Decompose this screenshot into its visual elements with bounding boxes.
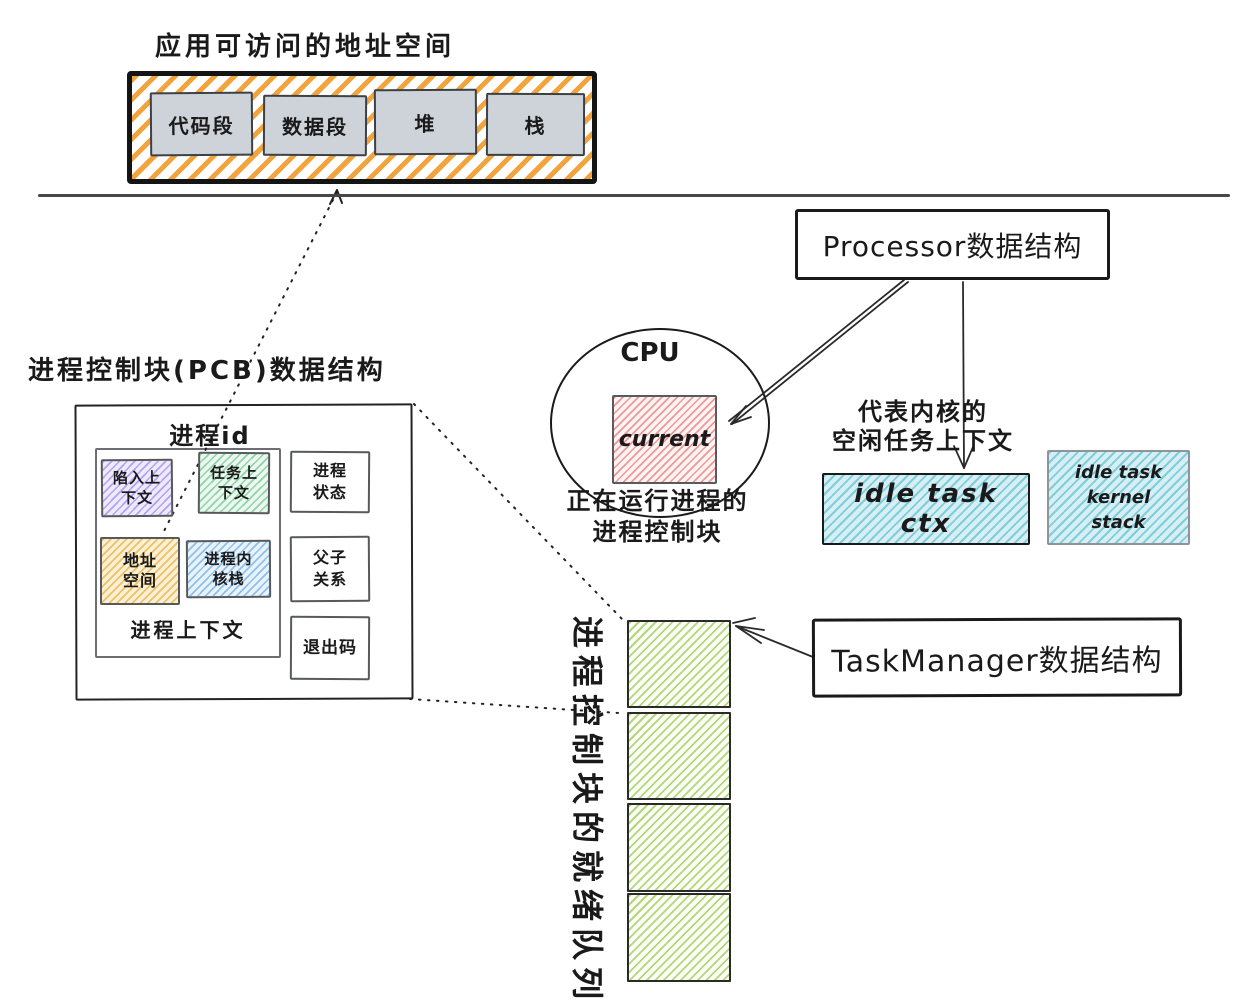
current-pcb-box: current bbox=[612, 395, 717, 484]
ready-queue-item bbox=[627, 803, 731, 892]
taskmanager-struct-box: TaskManager数据结构 bbox=[811, 617, 1183, 698]
pcb-field-kernel-stack: 进程内 核栈 bbox=[185, 539, 272, 599]
pcb-field-parent-child: 父子 关系 bbox=[289, 535, 371, 603]
idle-task-ctx-box: idle task ctx bbox=[822, 473, 1030, 545]
segment-stack: 栈 bbox=[485, 92, 586, 157]
segment-code: 代码段 bbox=[149, 91, 254, 157]
ready-queue-item bbox=[627, 620, 731, 708]
ready-queue-item bbox=[627, 893, 731, 982]
cpu-label: CPU bbox=[620, 338, 680, 368]
ready-queue-item bbox=[627, 712, 731, 800]
running-process-caption: 正在运行进程的 进程控制块 bbox=[566, 487, 749, 546]
ready-queue-label: 进程控制块的就绪队列 bbox=[568, 616, 606, 1006]
pcb-field-exit-code: 退出码 bbox=[289, 615, 371, 681]
idle-task-kernel-stack-box: idle task kernel stack bbox=[1047, 450, 1190, 545]
pcb-field-process-state: 进程 状态 bbox=[289, 450, 371, 514]
pcb-process-context-label: 进程上下文 bbox=[130, 618, 246, 642]
pcb-field-address-space: 地址 空间 bbox=[100, 537, 180, 605]
processor-struct-box: Processor数据结构 bbox=[795, 209, 1110, 280]
idle-task-caption: 代表内核的 空闲任务上下文 bbox=[832, 398, 1014, 455]
arrow-taskmanager-queue bbox=[732, 617, 814, 658]
kernel-user-divider-line bbox=[38, 194, 1230, 197]
app-address-space-title: 应用可访问的地址空间 bbox=[155, 32, 456, 62]
pcb-field-trap-context: 陷入上 下文 bbox=[100, 458, 174, 518]
pcb-field-task-context: 任务上 下文 bbox=[197, 451, 271, 515]
pcb-process-id: 进程id bbox=[169, 422, 251, 450]
segment-data: 数据段 bbox=[262, 94, 368, 157]
segment-heap: 堆 bbox=[373, 88, 478, 156]
pcb-struct-title: 进程控制块(PCB)数据结构 bbox=[28, 356, 386, 386]
